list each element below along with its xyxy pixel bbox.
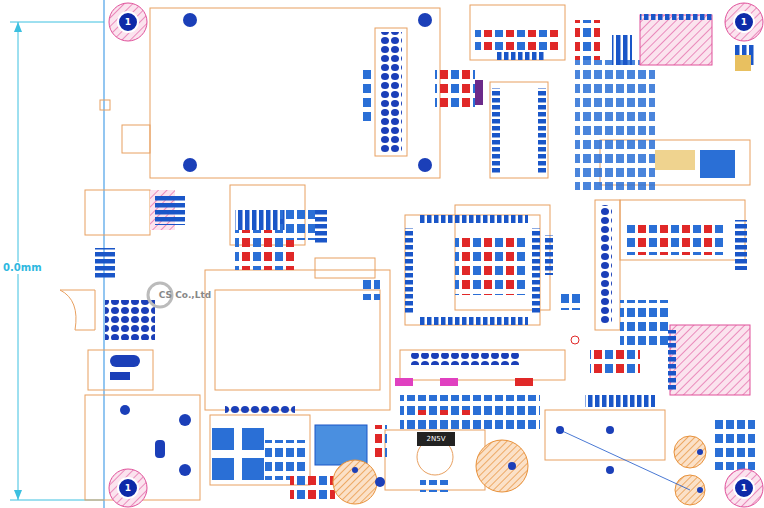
callout-number: 1 bbox=[741, 484, 747, 493]
part-marking: 2N5V bbox=[427, 436, 446, 443]
dimension-label: 0.0mm bbox=[2, 262, 43, 274]
callout-number: 1 bbox=[125, 484, 131, 493]
logo-text: CS Co.,Ltd bbox=[159, 291, 212, 300]
callout-number: 1 bbox=[741, 18, 747, 27]
callout-number: 1 bbox=[125, 18, 131, 27]
